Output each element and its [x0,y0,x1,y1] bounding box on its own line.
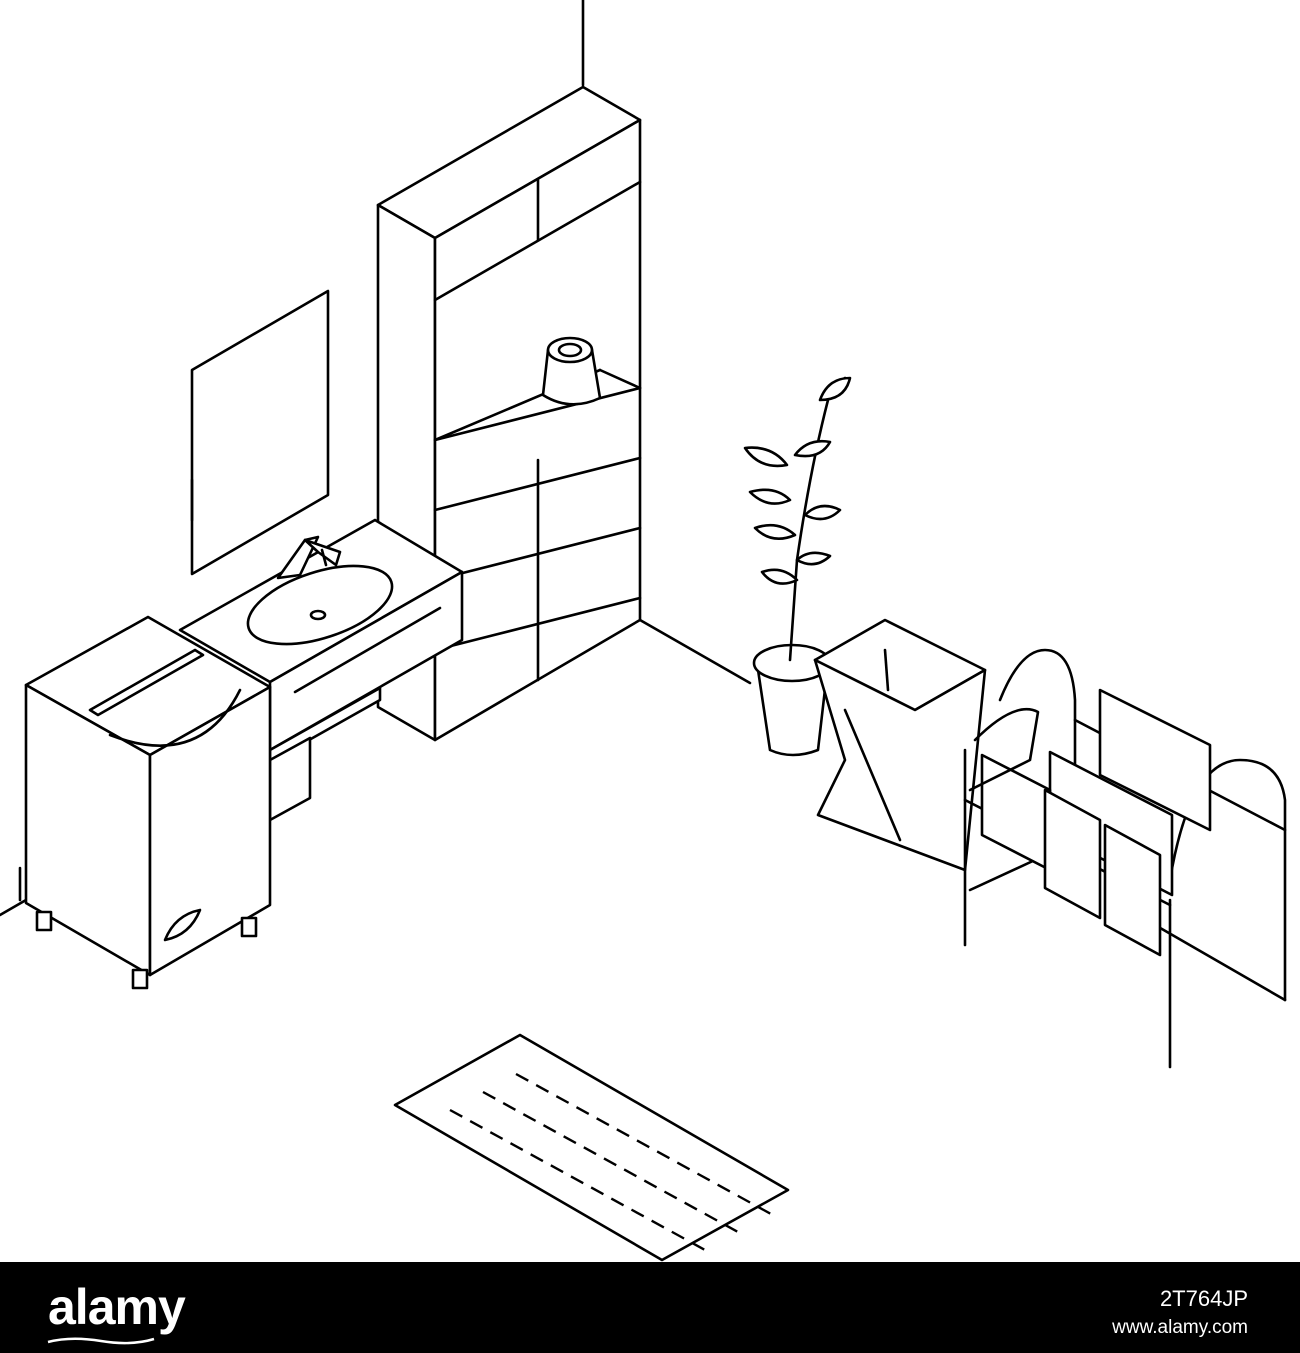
bath-mat [393,1033,790,1262]
laundry-basket [813,618,987,872]
wall-mirror [190,289,330,576]
drying-rack [963,648,1287,1069]
credit-url: www.alamy.com [1112,1317,1248,1338]
faucet [276,535,342,580]
stock-image-id: 2T764JP [1159,1286,1248,1311]
sink-basin [246,564,394,646]
watermark-footer-bar: alamy 2T764JP www.alamy.com [0,1262,1300,1353]
washing-machine [24,615,272,990]
shelf-vase [541,336,602,406]
potted-plant [743,376,852,757]
brand-logo-text: alamy [48,1279,186,1335]
isometric-laundry-room-drawing [0,0,1287,1262]
brand-logo-wave-icon [47,1337,155,1345]
